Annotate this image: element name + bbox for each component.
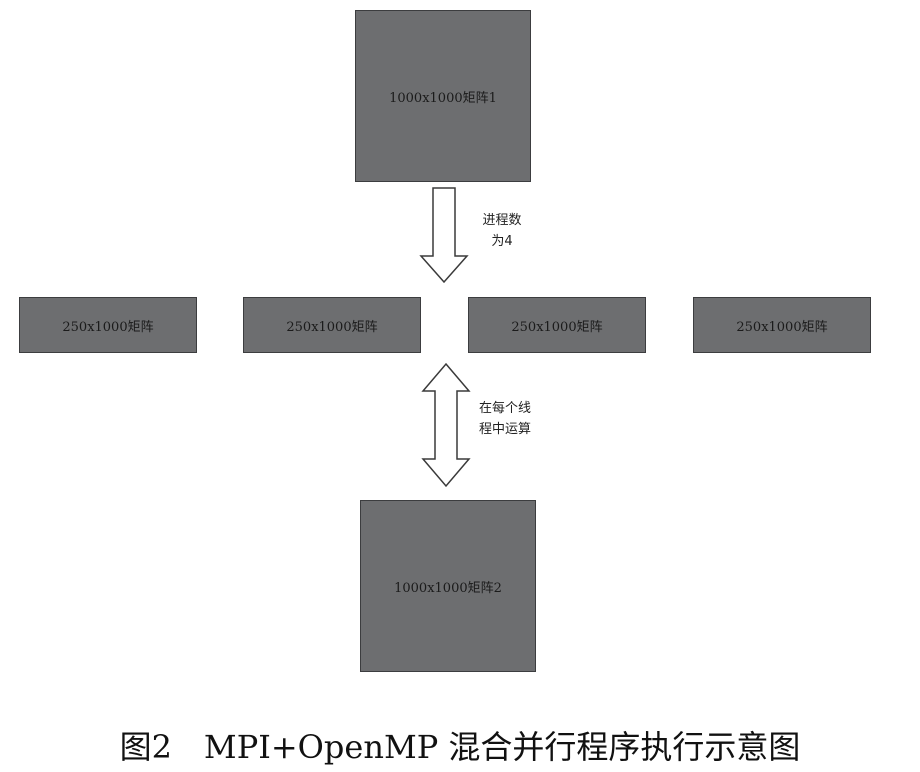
- process-count-note: 进程数 为4: [474, 210, 530, 252]
- process-count-note-line-1: 进程数: [482, 213, 522, 228]
- submatrix-3-label: 250x1000矩阵: [511, 319, 603, 335]
- down-arrow-icon: [419, 187, 469, 284]
- submatrix-1-label: 250x1000矩阵: [62, 319, 154, 335]
- double-arrow-icon: [421, 362, 471, 488]
- matrix-2-label: 1000x1000矩阵2: [394, 580, 502, 596]
- submatrix-2-label: 250x1000矩阵: [286, 319, 378, 335]
- thread-compute-note: 在每个线 程中运算: [475, 398, 535, 440]
- figure-caption: 图2 MPI+OpenMP 混合并行程序执行示意图: [119, 728, 801, 766]
- submatrix-3-box: 250x1000矩阵: [468, 297, 646, 353]
- submatrix-4-box: 250x1000矩阵: [693, 297, 871, 353]
- matrix-1-label: 1000x1000矩阵1: [389, 90, 497, 106]
- thread-compute-note-line-1: 在每个线: [478, 401, 531, 416]
- process-count-note-line-2: 为4: [491, 234, 513, 249]
- thread-compute-note-line-2: 程中运算: [478, 422, 531, 437]
- matrix-1-box: 1000x1000矩阵1: [355, 10, 531, 182]
- matrix-2-box: 1000x1000矩阵2: [360, 500, 536, 672]
- submatrix-2-box: 250x1000矩阵: [243, 297, 421, 353]
- submatrix-4-label: 250x1000矩阵: [736, 319, 828, 335]
- submatrix-1-box: 250x1000矩阵: [19, 297, 197, 353]
